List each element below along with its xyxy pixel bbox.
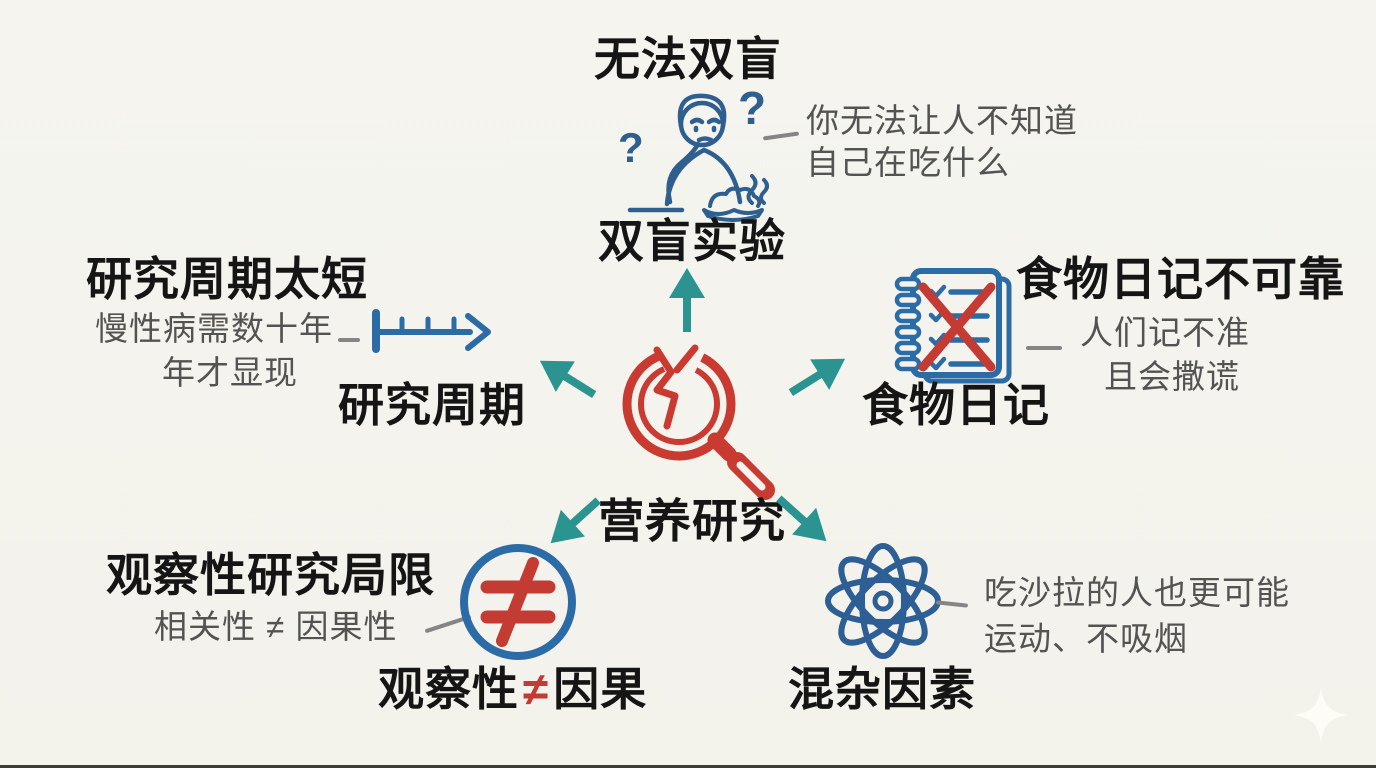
connector-dash bbox=[338, 338, 360, 342]
tangle-atom-icon bbox=[820, 536, 946, 671]
timeline-arrow-icon bbox=[368, 306, 500, 361]
node-title-observational: 观察性研究局限 bbox=[106, 549, 435, 601]
node-note-double-blind-1: 你无法让人不知道 bbox=[806, 102, 1078, 139]
node-label-study-period: 研究周期 bbox=[338, 379, 526, 431]
node-title-double-blind: 无法双盲 bbox=[594, 33, 782, 85]
node-label-confounding: 混杂因素 bbox=[788, 663, 976, 715]
svg-text:?: ? bbox=[618, 124, 644, 171]
svg-text:?: ? bbox=[738, 84, 766, 134]
node-label-observational: 观察性≠因果 bbox=[378, 666, 647, 712]
label-observational-suffix: 因果 bbox=[553, 663, 648, 715]
arrow-lower-right bbox=[760, 479, 840, 556]
node-note-study-period-1: 慢性病需数十年 bbox=[95, 310, 333, 347]
sparkle-icon bbox=[1292, 686, 1350, 749]
crossed-notebook-icon bbox=[893, 263, 1015, 394]
arrow-up bbox=[667, 268, 707, 339]
node-label-food-diary: 食物日记 bbox=[862, 379, 1050, 431]
node-label-double-blind: 双盲实验 bbox=[598, 215, 786, 267]
node-note-confounding-1: 吃沙拉的人也更可能 bbox=[984, 574, 1290, 611]
arrow-upper-left bbox=[529, 344, 610, 416]
node-note-double-blind-2: 自己在吃什么 bbox=[806, 144, 1010, 181]
node-note-confounding-2: 运动、不吸烟 bbox=[984, 620, 1188, 657]
label-observational-prefix: 观察性 bbox=[378, 663, 519, 715]
not-equal-circle-icon bbox=[456, 540, 580, 669]
center-label: 营养研究 bbox=[598, 495, 786, 547]
thinking-eater-icon: ? ? bbox=[612, 82, 772, 227]
arrow-upper-right bbox=[774, 342, 855, 414]
node-note-food-diary-1: 人们记不准 bbox=[1080, 314, 1250, 351]
not-equal-symbol: ≠ bbox=[523, 663, 550, 715]
node-title-food-diary: 食物日记不可靠 bbox=[1016, 253, 1345, 305]
connector-dash bbox=[1026, 346, 1062, 350]
arrow-lower-left bbox=[537, 481, 617, 558]
bottom-edge-line bbox=[0, 765, 1376, 768]
node-note-study-period-2: 年才显现 bbox=[162, 354, 298, 391]
node-title-study-period: 研究周期太短 bbox=[86, 253, 368, 305]
broken-magnifier-icon bbox=[613, 336, 781, 505]
node-note-food-diary-2: 且会撒谎 bbox=[1104, 358, 1240, 395]
node-note-observational-1: 相关性 ≠ 因果性 bbox=[154, 608, 398, 645]
